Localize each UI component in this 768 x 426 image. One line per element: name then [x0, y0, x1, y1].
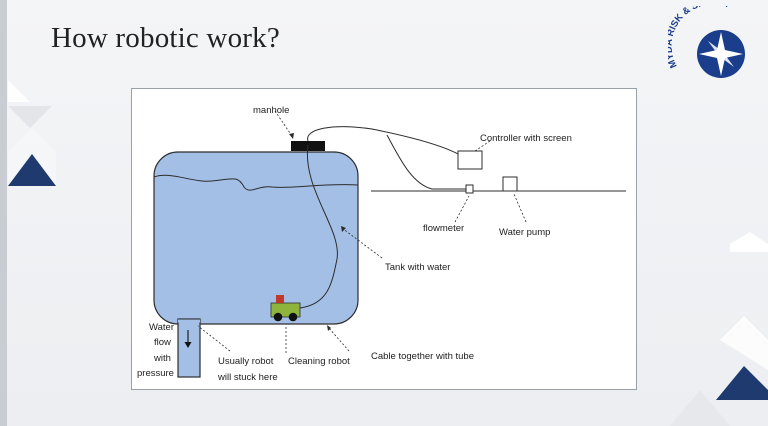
outlet-pipe [177, 318, 201, 378]
water-surface [153, 174, 359, 191]
left-navy-triangle [8, 154, 56, 186]
myda-logo: MYDA RISK & SAFETY [668, 6, 745, 78]
label-manhole: manhole [253, 105, 289, 116]
right-navy-triangle [716, 366, 768, 400]
cable-to-controller [307, 126, 461, 156]
left-accent-strip [0, 0, 7, 426]
label-water-pump: Water pump [499, 227, 550, 238]
flow-arrow-icon [184, 342, 192, 348]
flowmeter [465, 184, 474, 194]
robot-top [276, 295, 284, 303]
water-pump [502, 176, 518, 192]
diagram-frame: manhole Controller with screen flowmeter… [131, 88, 637, 390]
label-water-flow-4: pressure [137, 368, 174, 379]
label-water-flow-1: Water [149, 322, 174, 333]
label-flowmeter: flowmeter [423, 223, 464, 234]
label-tank: Tank with water [385, 262, 450, 273]
tank [153, 151, 359, 325]
controller-cable [386, 134, 468, 190]
tank-cleaning-diagram: manhole Controller with screen flowmeter… [137, 105, 626, 383]
label-stuck-1: Usually robot [218, 356, 274, 367]
right-chevron-decoration [670, 232, 768, 426]
cable [299, 144, 338, 309]
label-cable: Cable together with tube [371, 351, 474, 362]
left-chevron-decoration [8, 80, 56, 186]
label-stuck-2: will stuck here [217, 372, 278, 383]
controller-with-screen [457, 150, 483, 170]
label-water-flow-2: flow [154, 337, 171, 348]
label-cleaning-robot: Cleaning robot [288, 356, 350, 367]
label-controller: Controller with screen [480, 133, 572, 144]
slide-title: How robotic work? [51, 22, 280, 54]
label-water-flow-3: with [153, 353, 171, 364]
